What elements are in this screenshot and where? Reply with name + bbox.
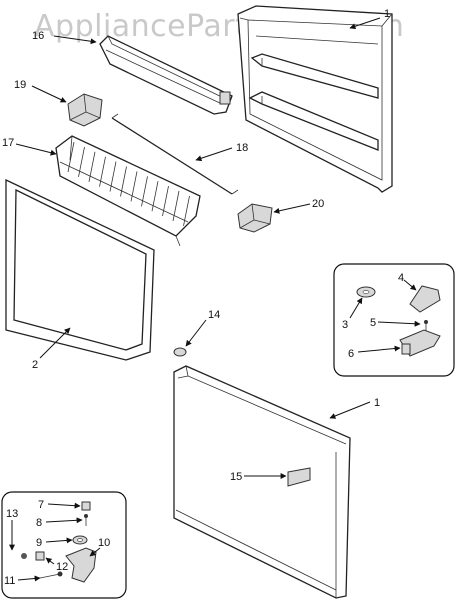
- callout-3: 3: [342, 319, 348, 331]
- callout-19: 19: [14, 79, 26, 91]
- callout-9: 9: [36, 537, 42, 549]
- callout-15: 15: [230, 471, 242, 483]
- callout-labels: 1 16 19 17 18 20 2 14 4 3 5 6 1 15 7 13 …: [2, 8, 404, 587]
- callout-6: 6: [348, 348, 354, 360]
- callout-7: 7: [38, 499, 44, 511]
- callout-5: 5: [370, 317, 376, 329]
- callout-11: 11: [4, 575, 15, 587]
- callout-12: 12: [56, 561, 68, 573]
- callout-14: 14: [208, 309, 220, 321]
- rod-18-part: [111, 113, 239, 195]
- callout-1-bottom: 1: [374, 397, 380, 409]
- callout-16: 16: [32, 30, 44, 42]
- callout-13: 13: [6, 508, 18, 520]
- door-bin-part: [99, 35, 233, 115]
- bottom-hinge-box: [1, 491, 127, 599]
- fresh-food-door-part: [173, 365, 351, 599]
- leader-lines: [9, 17, 421, 582]
- latch-20-part: [237, 203, 273, 233]
- freezer-door-part: [237, 5, 393, 193]
- hinge-parts-box: [333, 263, 455, 377]
- callout-17: 17: [2, 137, 14, 149]
- callout-18: 18: [236, 142, 248, 154]
- bracket-19-part: [67, 93, 103, 127]
- callout-1-top: 1: [384, 8, 390, 20]
- wire-basket-part: [55, 135, 201, 247]
- callout-20: 20: [312, 198, 324, 210]
- callout-10: 10: [98, 537, 110, 549]
- door-gasket-part: [5, 178, 155, 361]
- plug-14-part: [173, 347, 187, 357]
- callout-2: 2: [32, 359, 38, 371]
- callout-4: 4: [398, 272, 404, 284]
- callout-8: 8: [36, 517, 42, 529]
